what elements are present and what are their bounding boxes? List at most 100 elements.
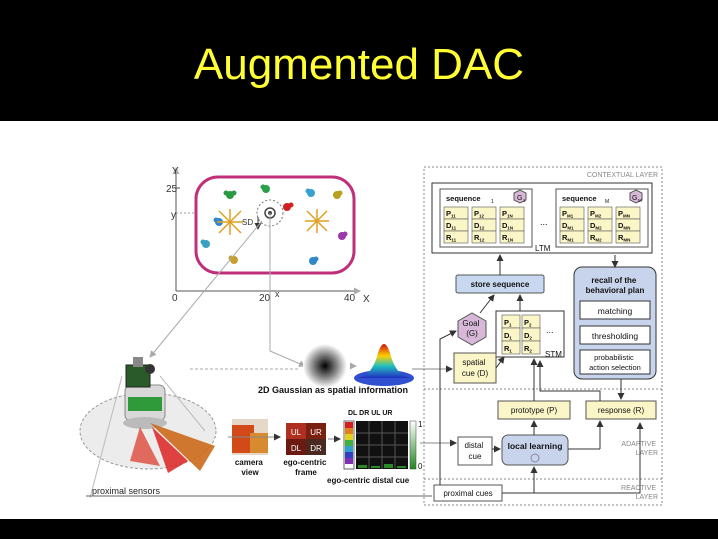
proximal-cues-label: proximal cues	[443, 489, 492, 498]
matching-box	[579, 300, 651, 320]
recall-module: recall of the behavioral plan matching t…	[573, 255, 657, 380]
y-tick-y: y	[171, 210, 176, 221]
cell-dmn: DMN	[618, 221, 630, 231]
distal-cue-chart-label: ego-centric distal cue	[327, 476, 410, 485]
ego-centric-frame: UL UR DL DR	[286, 423, 341, 455]
cell-p1n: P1N	[502, 209, 513, 219]
cell-r1: R1	[504, 344, 512, 354]
adaptive-l1: ADAPTIVE	[621, 441, 656, 448]
recall-title-l2: behavioral plan	[586, 286, 645, 295]
y-tick-25: 25	[166, 184, 178, 195]
probabilistic-box	[579, 349, 651, 375]
ego-frame-label-l1: ego-centric	[283, 458, 327, 467]
cell-p2: P2	[524, 318, 532, 328]
x-tick-40: 40	[344, 293, 356, 304]
probabilistic-label: probabilistic action selection	[589, 353, 641, 372]
seqm-title: sequence	[562, 194, 597, 203]
cell-dm1: DM1	[562, 221, 574, 231]
cell-rm2: RM2	[590, 233, 602, 243]
goal-hexagon	[457, 312, 487, 346]
matching-label: matching	[598, 306, 633, 316]
reactive-l1: REACTIVE	[621, 485, 656, 492]
adaptive-l2: LAYER	[636, 450, 658, 457]
sd-label: SD	[242, 218, 253, 227]
ltm-ellipsis: ...	[540, 217, 548, 227]
distal-cue-chart: DL DR UL UR	[327, 410, 457, 485]
response-box	[585, 400, 657, 420]
spatial-cue-l2: cue (D)	[462, 369, 489, 378]
seq1-goal-sub: 1	[523, 198, 526, 203]
cell-r11: R11	[446, 233, 457, 243]
seq1-sub: 1	[491, 199, 494, 205]
ego-cell-ul: UL	[291, 428, 302, 437]
cell-r2: R2	[524, 344, 532, 354]
ego-cell-ur: UR	[310, 428, 322, 437]
robot-illustration: proximal sensors	[79, 357, 217, 499]
cell-bg	[615, 230, 641, 244]
recall-title: recall of the behavioral plan	[586, 276, 645, 295]
cell-bg	[499, 230, 525, 244]
goal-label: Goal (G)	[462, 319, 481, 338]
goal-l1: Goal	[462, 319, 479, 328]
x-tick-x: x	[275, 289, 280, 299]
cell-pmn: PMN	[618, 209, 630, 219]
cell-d2: D2	[524, 331, 532, 341]
slide-content: Y X 25 y 0 20 x 40	[0, 121, 718, 519]
cell-bg	[521, 340, 541, 355]
cell-d1: D1	[504, 331, 512, 341]
store-sequence-label: store sequence	[471, 280, 530, 289]
ego-cell-dl: DL	[291, 444, 302, 453]
ego-cell-dr: DR	[310, 444, 322, 453]
probabilistic-l2: action selection	[589, 363, 641, 372]
gaussian-heatmap	[303, 344, 347, 388]
response-label: response (R)	[598, 406, 645, 415]
stm-ellipsis: ...	[546, 325, 554, 335]
spatial-cue-l1: spatial	[462, 358, 485, 367]
ltm-label: LTM	[535, 244, 551, 253]
ego-frame-label-l2: frame	[295, 468, 317, 477]
gaussian-surface	[356, 344, 412, 378]
seqm-goal-sub: M	[638, 198, 642, 203]
camera-label-l2: view	[241, 468, 259, 477]
spatial-cue-box	[453, 352, 497, 384]
cell-pm2: PM2	[590, 209, 602, 219]
reactive-l2: LAYER	[636, 494, 658, 501]
thresholding-label: thresholding	[592, 331, 639, 341]
proximal-sensors-label: proximal sensors	[92, 486, 161, 496]
cell-p11: P11	[446, 209, 456, 219]
distal-cue-l2: cue	[469, 452, 482, 461]
arena-boundary	[194, 175, 356, 275]
distal-scale-top: 1	[418, 420, 423, 429]
distal-cue-l1: distal	[465, 441, 484, 450]
goal-l2: (G)	[466, 329, 478, 338]
distal-cue-header: DL DR UL UR	[348, 410, 392, 417]
distal-scale-bottom: 0	[418, 462, 423, 471]
y-axis-label: Y	[172, 166, 179, 177]
cell-rmn: RMN	[618, 233, 630, 243]
bottom-bar	[0, 519, 718, 539]
stm-label: STM	[545, 350, 562, 359]
adaptive-layer-label: ADAPTIVE LAYER	[621, 441, 658, 457]
starburst-landmarks	[217, 209, 329, 235]
dac-diagram: Y X 25 y 0 20 x 40	[79, 166, 663, 506]
distal-cue-label: distal cue	[465, 441, 486, 461]
cell-r12: R12	[474, 233, 485, 243]
cell-dm2: DM2	[590, 221, 602, 231]
gaussian-visual: 2D Gaussian as spatial information	[258, 344, 414, 395]
seqm-sub: M	[605, 199, 609, 205]
slide-title: Augmented DAC	[193, 40, 525, 89]
cell-bg	[501, 340, 521, 355]
x-axis-label: X	[363, 294, 370, 305]
local-learning-label: local learning	[508, 441, 563, 451]
dac-architecture: CONTEXTUAL LAYER ADAPTIVE LAYER REACTIVE…	[86, 166, 663, 506]
cell-bg	[443, 230, 469, 244]
cell-d12: D12	[474, 221, 485, 231]
learning-cycle-icon	[530, 453, 540, 463]
seq1-title: sequence	[446, 194, 481, 203]
cell-p12: P12	[474, 209, 485, 219]
